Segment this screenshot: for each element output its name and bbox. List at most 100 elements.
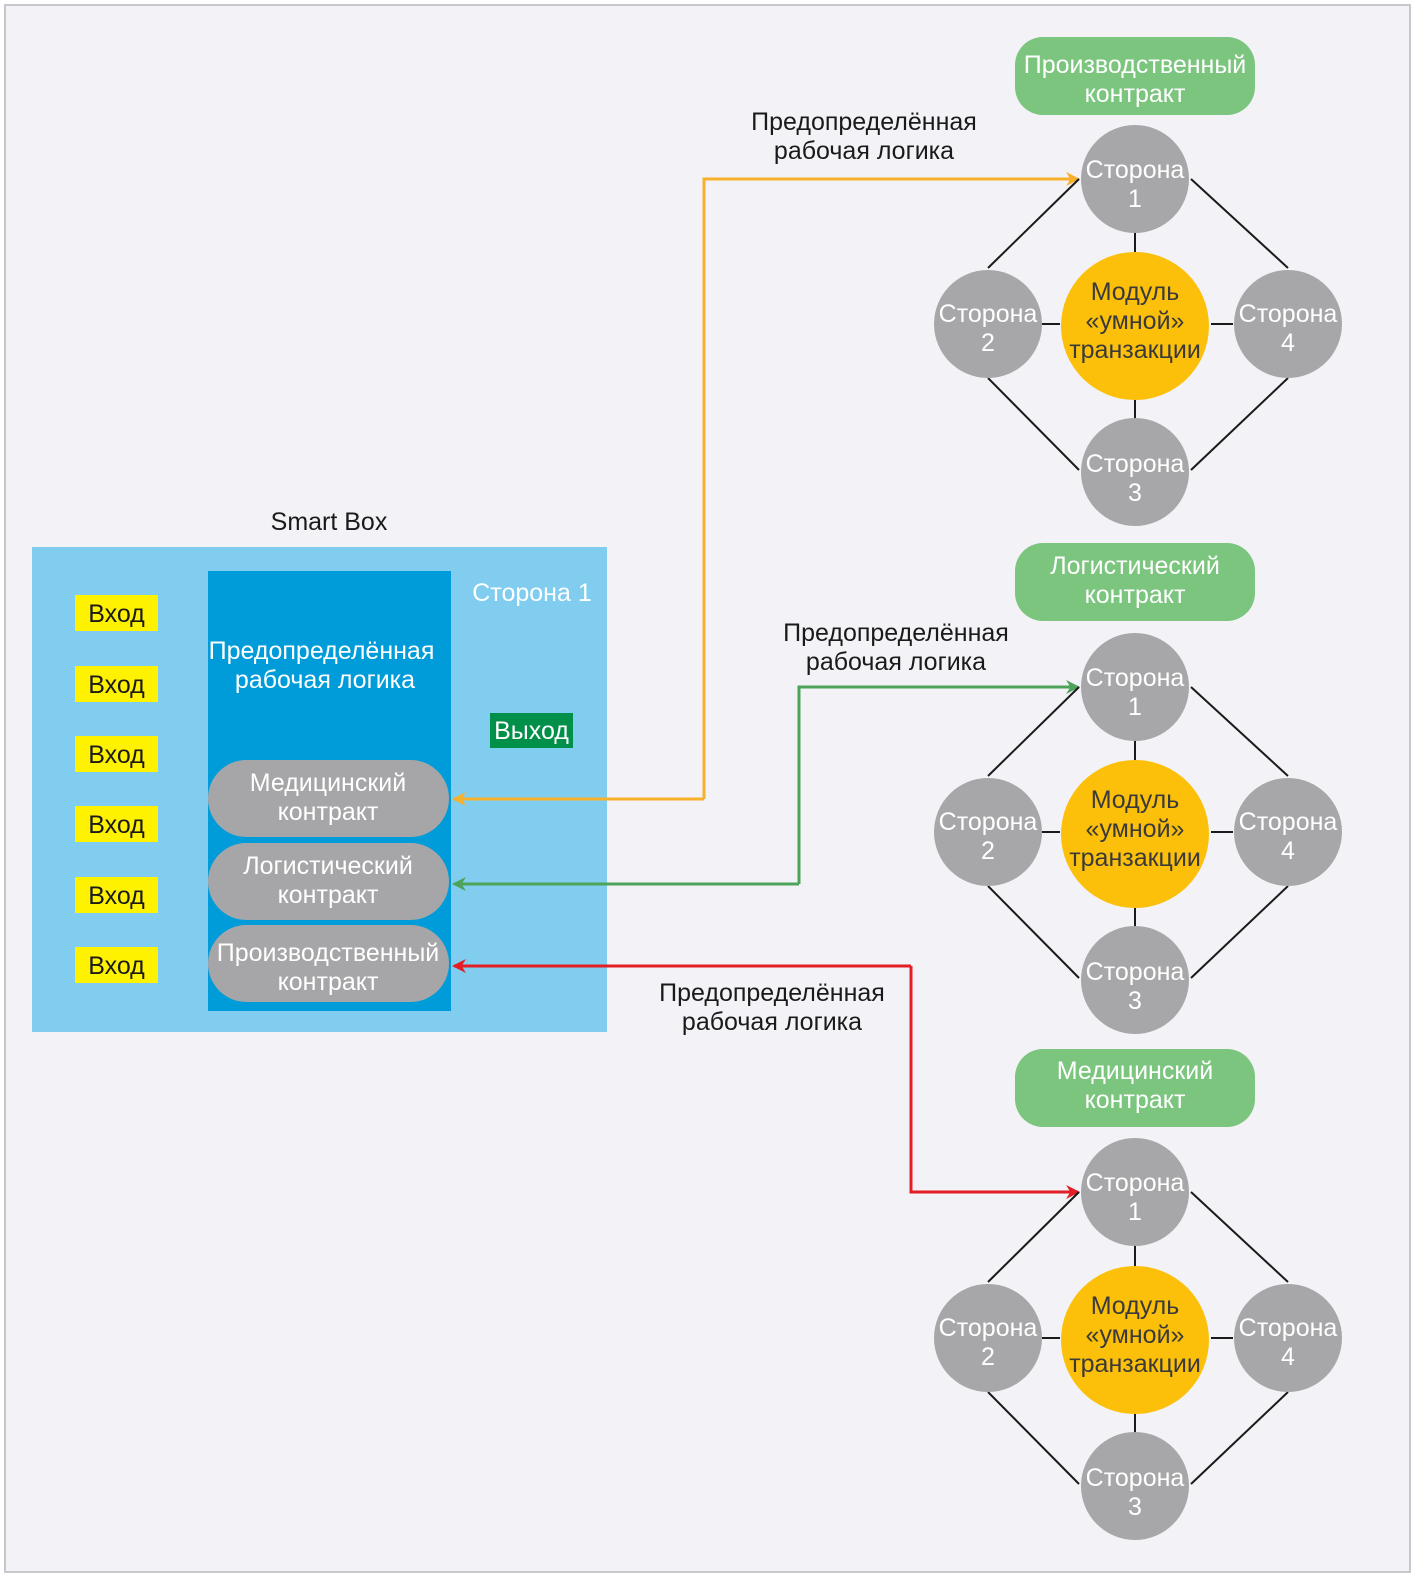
input-badge-box (75, 877, 158, 913)
edge (987, 377, 1080, 471)
edge (1190, 178, 1289, 269)
input-badge-box (75, 947, 158, 983)
edge (987, 178, 1080, 269)
party-node-2-line-1: Сторона (939, 300, 1038, 328)
transaction-module-line-2: «умной» (1086, 1321, 1185, 1349)
cluster-title-line-2: контракт (1085, 581, 1186, 609)
party-node-2-line-2: 2 (981, 1343, 995, 1371)
connection-orange: Предопределённая рабочая логика (451, 108, 1081, 806)
party-node-3-line-1: Сторона (1086, 450, 1185, 478)
output-badge-label: Выход (494, 717, 569, 745)
party-node-4-shape (1234, 778, 1342, 886)
party-node-3-line-2: 3 (1128, 1493, 1142, 1521)
party-node-2-shape (934, 778, 1042, 886)
input-badge: Вход (75, 947, 158, 983)
arrow-label-bottom-line-2: рабочая логика (682, 1008, 862, 1036)
party-node-2-line-2: 2 (981, 837, 995, 865)
edge (1190, 885, 1289, 979)
transaction-module-line-1: Модуль (1091, 1292, 1180, 1320)
input-badge-box (75, 806, 158, 842)
cluster-title-line-1: Логистический (1050, 552, 1220, 580)
output-badge-box (490, 713, 573, 748)
party-node-4-line-2: 4 (1281, 837, 1295, 865)
party-node-3-line-2: 3 (1128, 479, 1142, 507)
logic-label-line-1: Предопределённая (209, 637, 435, 665)
arrow-label-middle-line-1: Предопределённая (783, 619, 1009, 647)
input-badge-label: Вход (88, 882, 145, 910)
edge (1190, 686, 1289, 777)
party-node-2-line-2: 2 (981, 329, 995, 357)
smart-box: Smart Box Сторона 1 Предопределённая раб… (32, 508, 607, 1032)
transaction-module-label: Модуль«умной»транзакции (1069, 786, 1201, 872)
input-badge: Вход (75, 877, 158, 913)
transaction-module-line-3: транзакции (1069, 844, 1201, 872)
input-badge: Вход (75, 666, 158, 702)
party-node-2-line-1: Сторона (939, 1314, 1038, 1342)
party-node-4-line-2: 4 (1281, 329, 1295, 357)
party-node-2-shape (934, 1284, 1042, 1392)
cluster-title-line-1: Производственный (1024, 51, 1247, 79)
input-badge-label: Вход (88, 811, 145, 839)
party-node-4-line-1: Сторона (1239, 808, 1338, 836)
edge (987, 686, 1080, 777)
input-badge-label: Вход (88, 600, 145, 628)
party-node-1-shape (1081, 633, 1189, 741)
party-node-1-shape (1081, 1138, 1189, 1246)
contract-pill-logistics-shape (208, 843, 449, 920)
cluster-edges (987, 686, 1289, 979)
output-badge: Выход (490, 713, 573, 748)
party-node-1-shape (1081, 125, 1189, 233)
transaction-module-shape (1061, 1266, 1209, 1414)
party-node-4-shape (1234, 1284, 1342, 1392)
party-node-1-line-1: Сторона (1086, 1169, 1185, 1197)
transaction-module-line-1: Модуль (1091, 278, 1180, 306)
party-node-3-line-2: 3 (1128, 987, 1142, 1015)
smart-box-title: Smart Box (271, 508, 388, 536)
party-node-1-line-1: Сторона (1086, 156, 1185, 184)
party-node-1-line-2: 1 (1128, 1198, 1142, 1226)
cluster-edges (987, 178, 1289, 471)
arrow-label-top-line-2: рабочая логика (774, 137, 954, 165)
edge (1190, 1391, 1289, 1485)
transaction-module-line-2: «умной» (1086, 307, 1185, 335)
party-node-1-line-2: 1 (1128, 185, 1142, 213)
contract-pill-logistics-line-2: контракт (278, 881, 379, 909)
cluster-title-pill (1015, 37, 1255, 115)
contract-pill-logistics-line-1: Логистический (243, 852, 413, 880)
edge (987, 1391, 1080, 1485)
input-badge-label: Вход (88, 952, 145, 980)
transaction-module-label: Модуль«умной»транзакции (1069, 1292, 1201, 1378)
party-node-3-line-1: Сторона (1086, 1464, 1185, 1492)
arrow-to-cluster-medical (909, 966, 1081, 1199)
party-node-4-shape (1234, 270, 1342, 378)
party-node-3-shape (1081, 1432, 1189, 1540)
cluster-title-line-2: контракт (1085, 80, 1186, 108)
contract-pill-medical-line-2: контракт (278, 798, 379, 826)
